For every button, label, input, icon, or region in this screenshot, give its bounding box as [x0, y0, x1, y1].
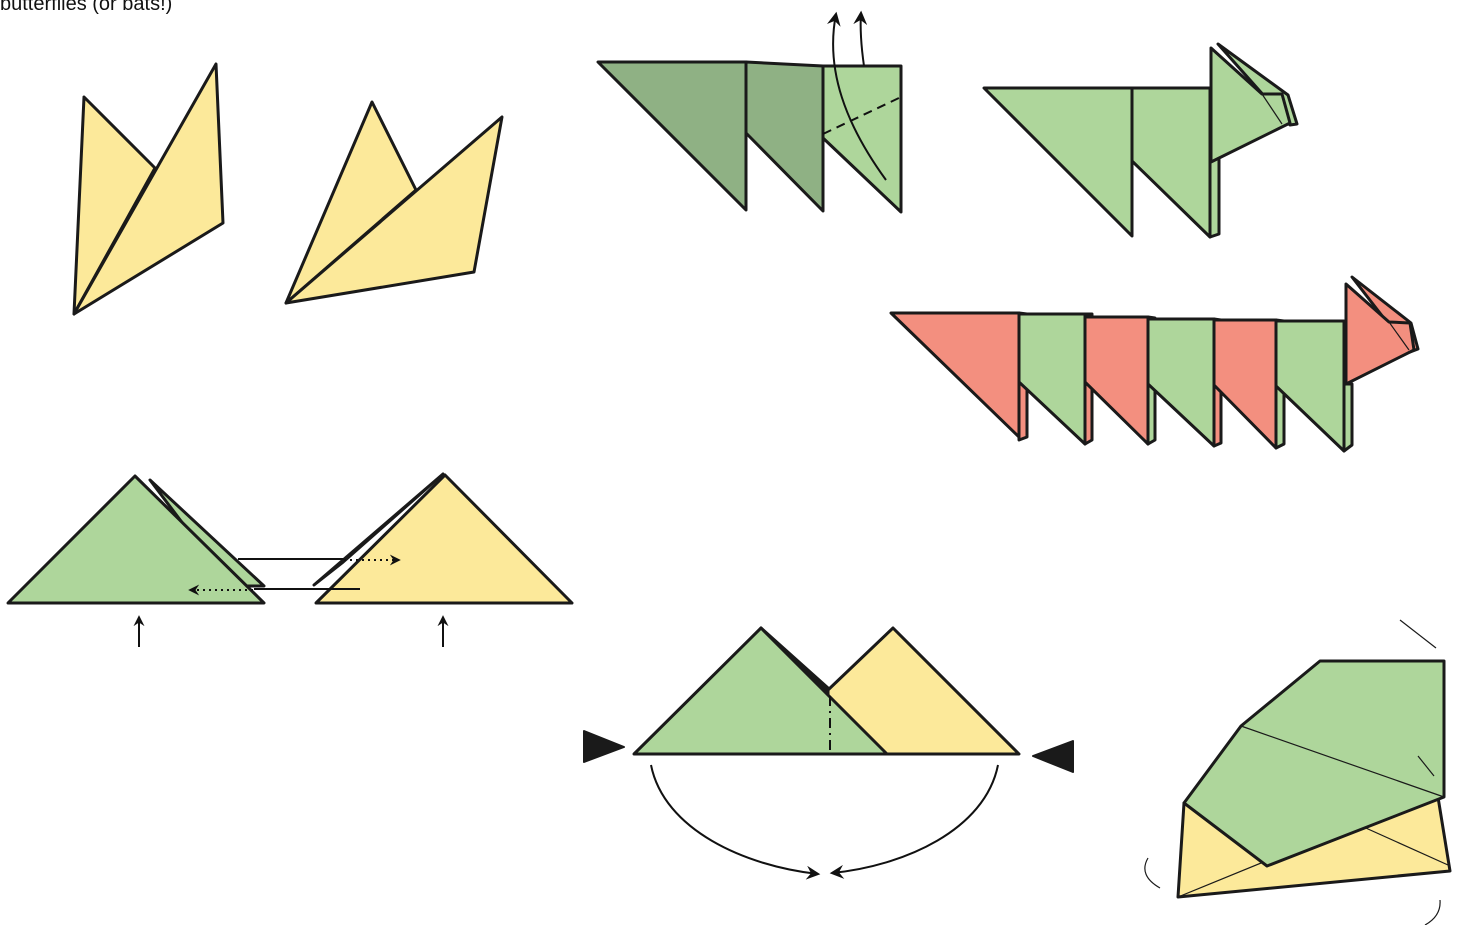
green-yellow-units-push-together [583, 626, 1074, 880]
green-yellow-triangles-slide-together [6, 472, 574, 647]
motion-line-right [1417, 755, 1435, 777]
motion-arc-left [1144, 857, 1161, 889]
green-dog-folding-step [596, 10, 903, 214]
green-yellow-folded-unit [1144, 619, 1452, 925]
yellow-butterfly-right [284, 100, 504, 305]
curved-arrow-right [829, 764, 999, 879]
motion-line-top [1399, 619, 1437, 649]
push-right-triangle-marker [583, 730, 625, 763]
motion-arc-bottom [1424, 899, 1441, 925]
green-crease [1240, 725, 1445, 798]
yellow-butterfly-left [72, 62, 225, 316]
long-dog-ear-crease [1388, 321, 1410, 351]
green-dog-finished [982, 42, 1299, 239]
curved-arrow-left [650, 764, 821, 880]
fold-up-arrow-left [826, 11, 887, 181]
push-left-triangle-marker [1032, 740, 1074, 773]
ear-crease [1261, 93, 1283, 125]
fold-up-arrow-right [853, 10, 868, 67]
diagram-caption: butterflies (or bats!) [0, 0, 173, 15]
green-and-salmon-long-dog [889, 275, 1420, 453]
